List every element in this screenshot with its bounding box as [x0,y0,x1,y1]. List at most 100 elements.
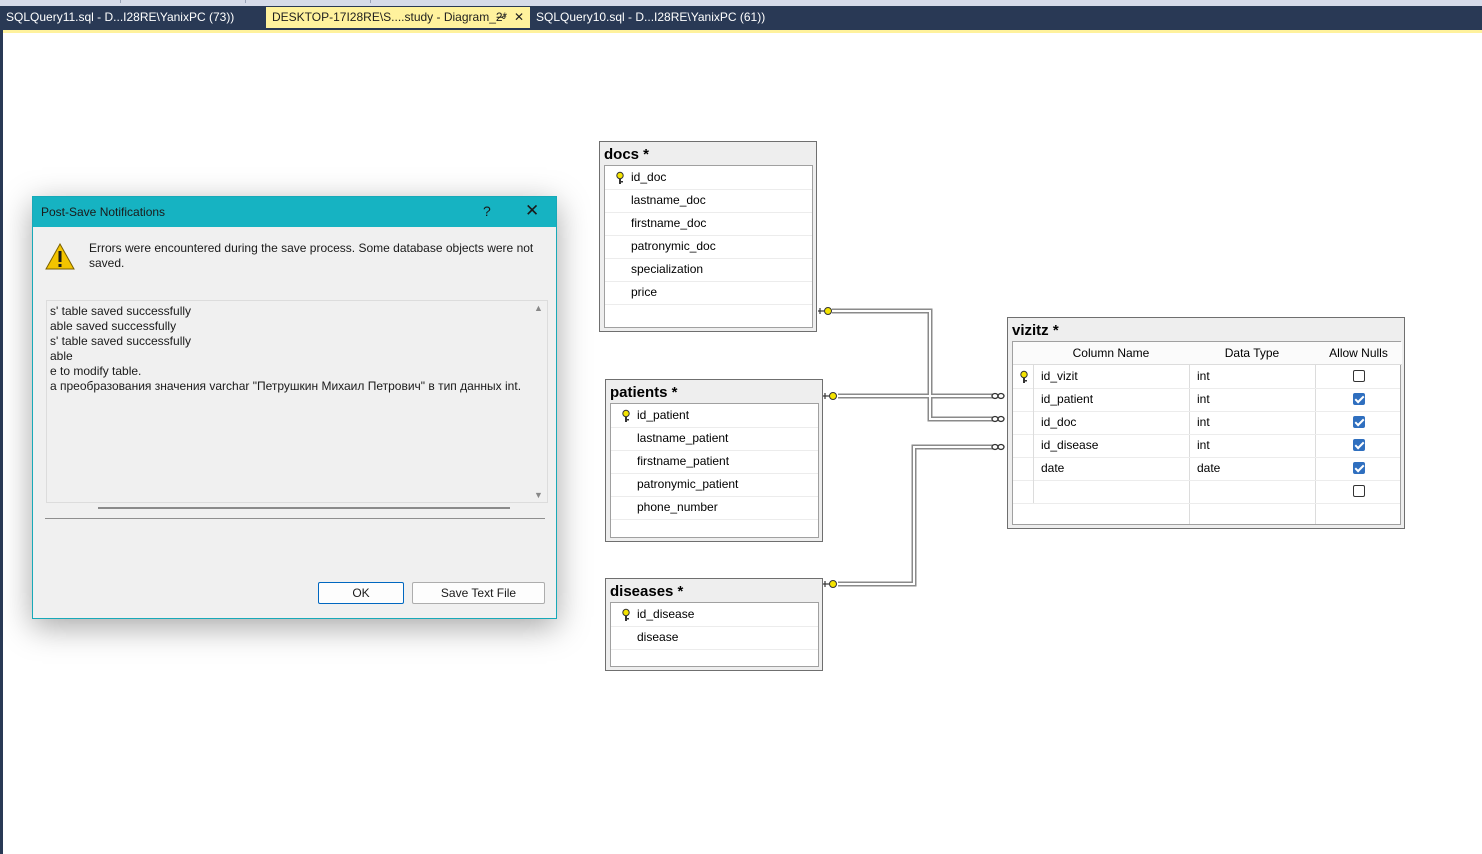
table-patients[interactable]: patients * id_patient lastname_patient f… [605,379,823,542]
primary-key-icon [622,608,630,621]
column-row[interactable]: patronymic_doc [605,235,812,259]
infinity-end-icon [991,392,1005,451]
post-save-notifications-dialog: Post-Save Notifications ? ✕ Errors were … [32,196,557,619]
relationship-docs-vizitz [832,308,993,422]
scroll-up-icon[interactable]: ▲ [534,303,543,313]
row-selector[interactable] [1013,457,1034,480]
column-name: disease [637,630,679,644]
column-name: phone_number [637,500,718,514]
column-name-cell[interactable]: id_doc [1041,415,1077,429]
divider [45,518,545,519]
row-selector[interactable] [1013,434,1034,457]
data-type-cell[interactable]: int [1197,392,1210,406]
column-name: specialization [631,262,704,276]
dialog-title-bar[interactable]: Post-Save Notifications ? ✕ [33,197,556,227]
save-log-textbox[interactable]: s' table saved successfully able saved s… [46,300,548,503]
column-row[interactable]: disease [611,626,818,650]
column-row[interactable]: id_disease [611,603,818,627]
table-row[interactable]: id_patient int [1013,388,1400,412]
table-docs[interactable]: docs * id_doc lastname_doc firstname_doc… [599,141,817,332]
column-row[interactable]: lastname_patient [611,427,818,451]
header-data-type[interactable]: Data Type [1189,342,1316,365]
vizitz-rows: id_vizit int id_patient int id_doc int i… [1013,365,1400,524]
header-allow-nulls[interactable]: Allow Nulls [1315,342,1402,365]
tab-sqlquery11[interactable]: SQLQuery11.sql - D...I28RE\YanixPC (73)) [0,7,262,28]
row-selector-header [1013,342,1034,365]
warning-icon [45,243,75,270]
tab-label: SQLQuery10.sql - D...I28RE\YanixPC (61)) [536,10,766,24]
table-diseases[interactable]: diseases * id_disease disease [605,578,823,671]
data-type-cell[interactable]: int [1197,438,1210,452]
one-end-key-icon [824,307,837,588]
column-row[interactable]: specialization [605,258,812,282]
horizontal-scrollbar[interactable] [98,507,510,509]
column-list: id_doc lastname_doc firstname_doc patron… [604,165,813,328]
log-line: able [50,349,73,363]
column-list: id_patient lastname_patient firstname_pa… [610,403,819,538]
allow-nulls-checkbox[interactable] [1353,462,1365,474]
close-tab-icon[interactable]: ✕ [514,10,525,24]
table-row[interactable]: id_vizit int [1013,365,1400,389]
table-row[interactable]: date date [1013,457,1400,481]
row-selector[interactable] [1013,411,1034,434]
column-name: lastname_patient [637,431,729,445]
column-row[interactable]: id_doc [605,166,812,190]
primary-key-icon [622,409,630,422]
data-type-cell[interactable]: int [1197,369,1210,383]
column-row[interactable]: lastname_doc [605,189,812,213]
column-name: id_disease [637,607,695,621]
allow-nulls-checkbox[interactable] [1353,439,1365,451]
table-title: patients * [610,384,678,401]
scroll-down-icon[interactable]: ▼ [534,490,543,500]
help-icon[interactable]: ? [483,203,491,219]
column-row[interactable]: firstname_patient [611,450,818,474]
allow-nulls-checkbox[interactable] [1353,485,1365,497]
menu-segment [0,0,121,3]
column-name-cell[interactable]: id_disease [1041,438,1099,452]
column-row[interactable]: phone_number [611,496,818,520]
vertical-scrollbar[interactable]: ▲ ▼ [530,301,547,502]
ok-button[interactable]: OK [318,582,404,604]
table-row[interactable]: id_doc int [1013,411,1400,435]
column-name-cell[interactable]: id_patient [1041,392,1094,406]
column-name: patronymic_patient [637,477,739,491]
table-row[interactable]: id_disease int [1013,434,1400,458]
column-list: id_disease disease [610,602,819,667]
column-grid: Column Name Data Type Allow Nulls id_viz… [1012,341,1402,525]
pin-icon[interactable]: ⊸ [496,10,507,24]
menu-segment [120,0,246,3]
column-row[interactable]: id_patient [611,404,818,428]
log-line: s' table saved successfully [50,334,192,348]
allow-nulls-checkbox[interactable] [1353,393,1365,405]
close-icon[interactable]: ✕ [525,201,540,220]
log-line: a преобразования значения varchar "Петру… [50,379,522,393]
column-name: firstname_patient [637,454,730,468]
column-row[interactable]: patronymic_patient [611,473,818,497]
tab-sqlquery10[interactable]: SQLQuery10.sql - D...I28RE\YanixPC (61)) [530,7,792,28]
column-row[interactable]: firstname_doc [605,212,812,236]
column-row[interactable]: price [605,281,812,305]
primary-key-icon [1020,370,1028,383]
header-column-name[interactable]: Column Name [1033,342,1190,365]
table-row-new[interactable] [1013,480,1400,504]
active-tab-underline [0,30,1482,33]
row-selector[interactable] [1013,365,1034,388]
column-name-cell[interactable]: id_vizit [1041,369,1078,383]
menu-segment [245,0,371,3]
allow-nulls-checkbox[interactable] [1353,416,1365,428]
dialog-title: Post-Save Notifications [41,205,166,219]
row-selector[interactable] [1013,480,1034,503]
log-line: able saved successfully [50,319,177,333]
data-type-cell[interactable]: date [1197,461,1221,475]
column-name-cell[interactable]: date [1041,461,1065,475]
tab-diagram-2[interactable]: DESKTOP-17I28RE\S....study - Diagram_2* … [266,7,530,28]
save-text-file-button[interactable]: Save Text File [412,582,545,604]
log-line: s' table saved successfully [50,304,192,318]
grid-divider [1189,365,1190,524]
table-vizitz[interactable]: vizitz * Column Name Data Type Allow Nul… [1007,317,1405,529]
allow-nulls-checkbox[interactable] [1353,370,1365,382]
log-line: e to modify table. [50,364,142,378]
grid-divider [1315,365,1316,524]
data-type-cell[interactable]: int [1197,415,1210,429]
row-selector[interactable] [1013,388,1034,411]
